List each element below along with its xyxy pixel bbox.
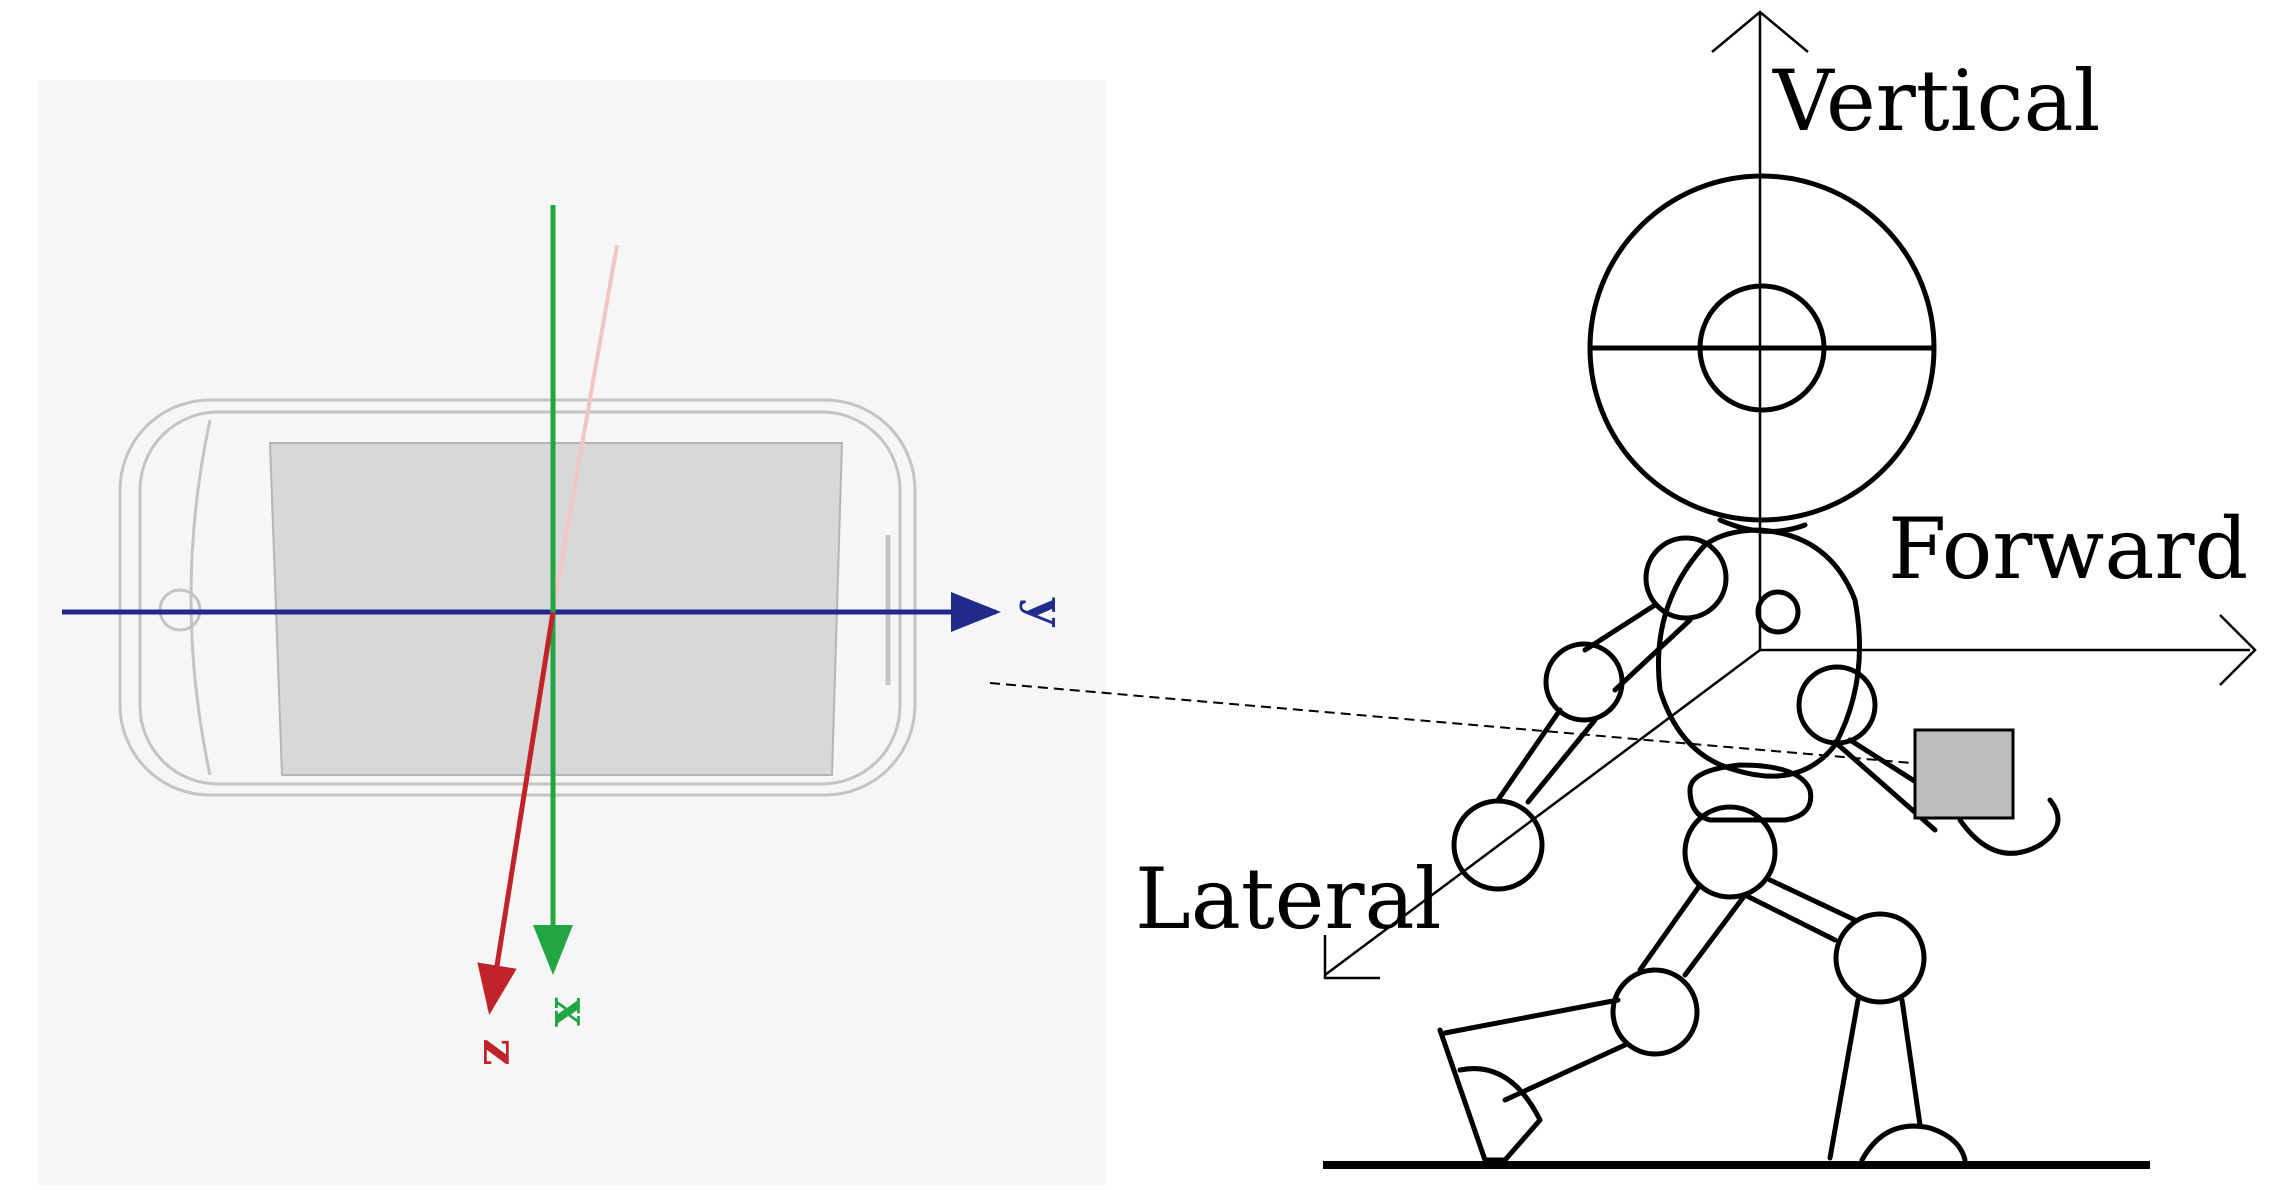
tilted-axis-projection xyxy=(551,244,619,611)
device-box xyxy=(1913,728,2015,820)
connector-dashed-line xyxy=(989,682,1936,766)
forward-arrowhead-icon xyxy=(2219,614,2257,686)
y-axis-label: y xyxy=(1018,597,1074,628)
phone-panel: y x z xyxy=(38,80,1106,1185)
forward-axis-label: Forward xyxy=(1888,500,2248,598)
lateral-axis-arrow xyxy=(1324,648,1761,977)
vertical-arrowhead-icon xyxy=(1711,10,1809,53)
walking-figure xyxy=(1437,173,2061,1163)
vertical-axis-label: Vertical xyxy=(1772,52,2100,150)
lateral-arrowhead-icon xyxy=(1323,935,1380,980)
body-axes xyxy=(1323,10,2257,980)
z-axis-label: z xyxy=(472,1038,528,1065)
phone-screen xyxy=(268,442,844,776)
x-axis-label: x xyxy=(543,998,599,1027)
lateral-axis-label: Lateral xyxy=(1135,850,1441,948)
z-axis-arrow xyxy=(477,611,556,1015)
